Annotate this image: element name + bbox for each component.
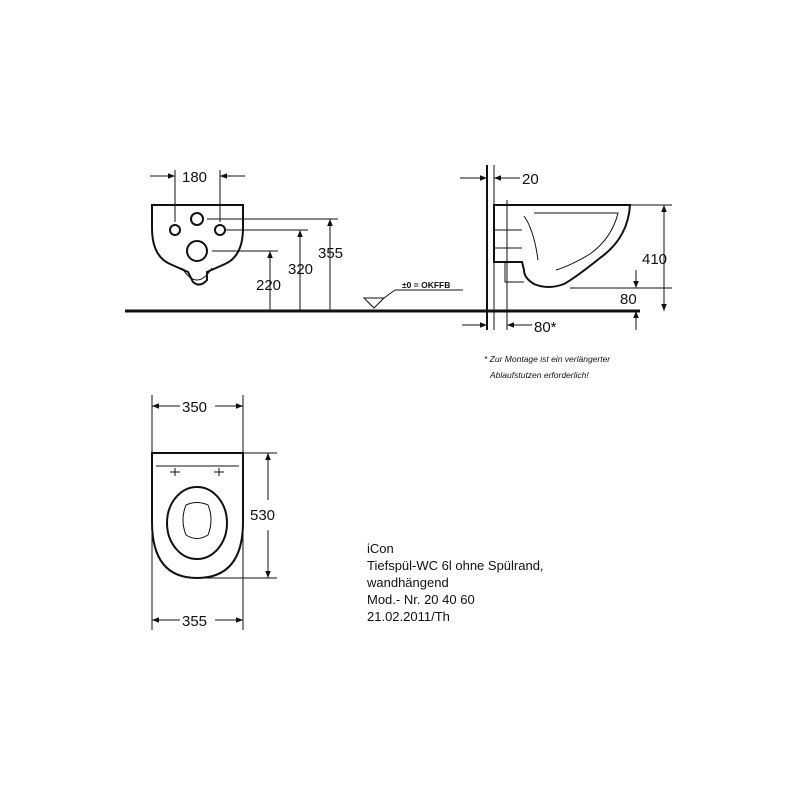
top-view-outline <box>151 452 244 580</box>
fixing-hole-right <box>214 224 226 236</box>
dim-350-width: 350 <box>182 399 207 416</box>
drain-outlet <box>186 240 208 262</box>
side-view: 20 410 80 80* * Zur Montage ist ein verl… <box>460 165 672 380</box>
assembly-note-line-1: * Zur Montage ist ein verlängerter <box>484 354 611 364</box>
bowl-opening <box>182 502 212 539</box>
dim-80-floor: 80 <box>620 291 637 308</box>
top-view: 350 530 355 <box>151 395 277 630</box>
front-view: 180 355 320 220 <box>150 169 343 311</box>
floor-reference: ±0 = OKFFB <box>362 280 463 309</box>
water-inlet <box>190 212 204 226</box>
floor-reference-label: ±0 = OKFFB <box>402 280 450 290</box>
assembly-note-line-2: Ablaufstutzen erforderlich! <box>489 370 589 380</box>
front-view-outline <box>151 204 244 286</box>
dim-20: 20 <box>522 171 539 188</box>
dim-530-depth: 530 <box>250 507 275 524</box>
dim-220-height: 220 <box>256 277 281 294</box>
model-number: Mod.- Nr. 20 40 60 <box>367 592 475 607</box>
product-description: Tiefspül-WC 6l ohne Spülrand, <box>367 558 544 573</box>
drawing-date: 21.02.2011/Th <box>367 609 450 624</box>
dim-80-wall: 80* <box>534 319 557 336</box>
side-view-outline <box>493 204 632 288</box>
product-info-block: iCon Tiefspül-WC 6l ohne Spülrand, wandh… <box>367 540 544 625</box>
dim-410-height: 410 <box>642 251 667 268</box>
bowl-rim <box>166 486 228 560</box>
dim-355-height: 355 <box>318 245 343 262</box>
dim-180: 180 <box>182 169 207 186</box>
dim-320-height: 320 <box>288 261 313 278</box>
product-name: iCon <box>367 541 394 556</box>
product-mounting: wandhängend <box>367 575 449 590</box>
dim-355-width: 355 <box>182 613 207 630</box>
fixing-hole-left <box>169 224 181 236</box>
